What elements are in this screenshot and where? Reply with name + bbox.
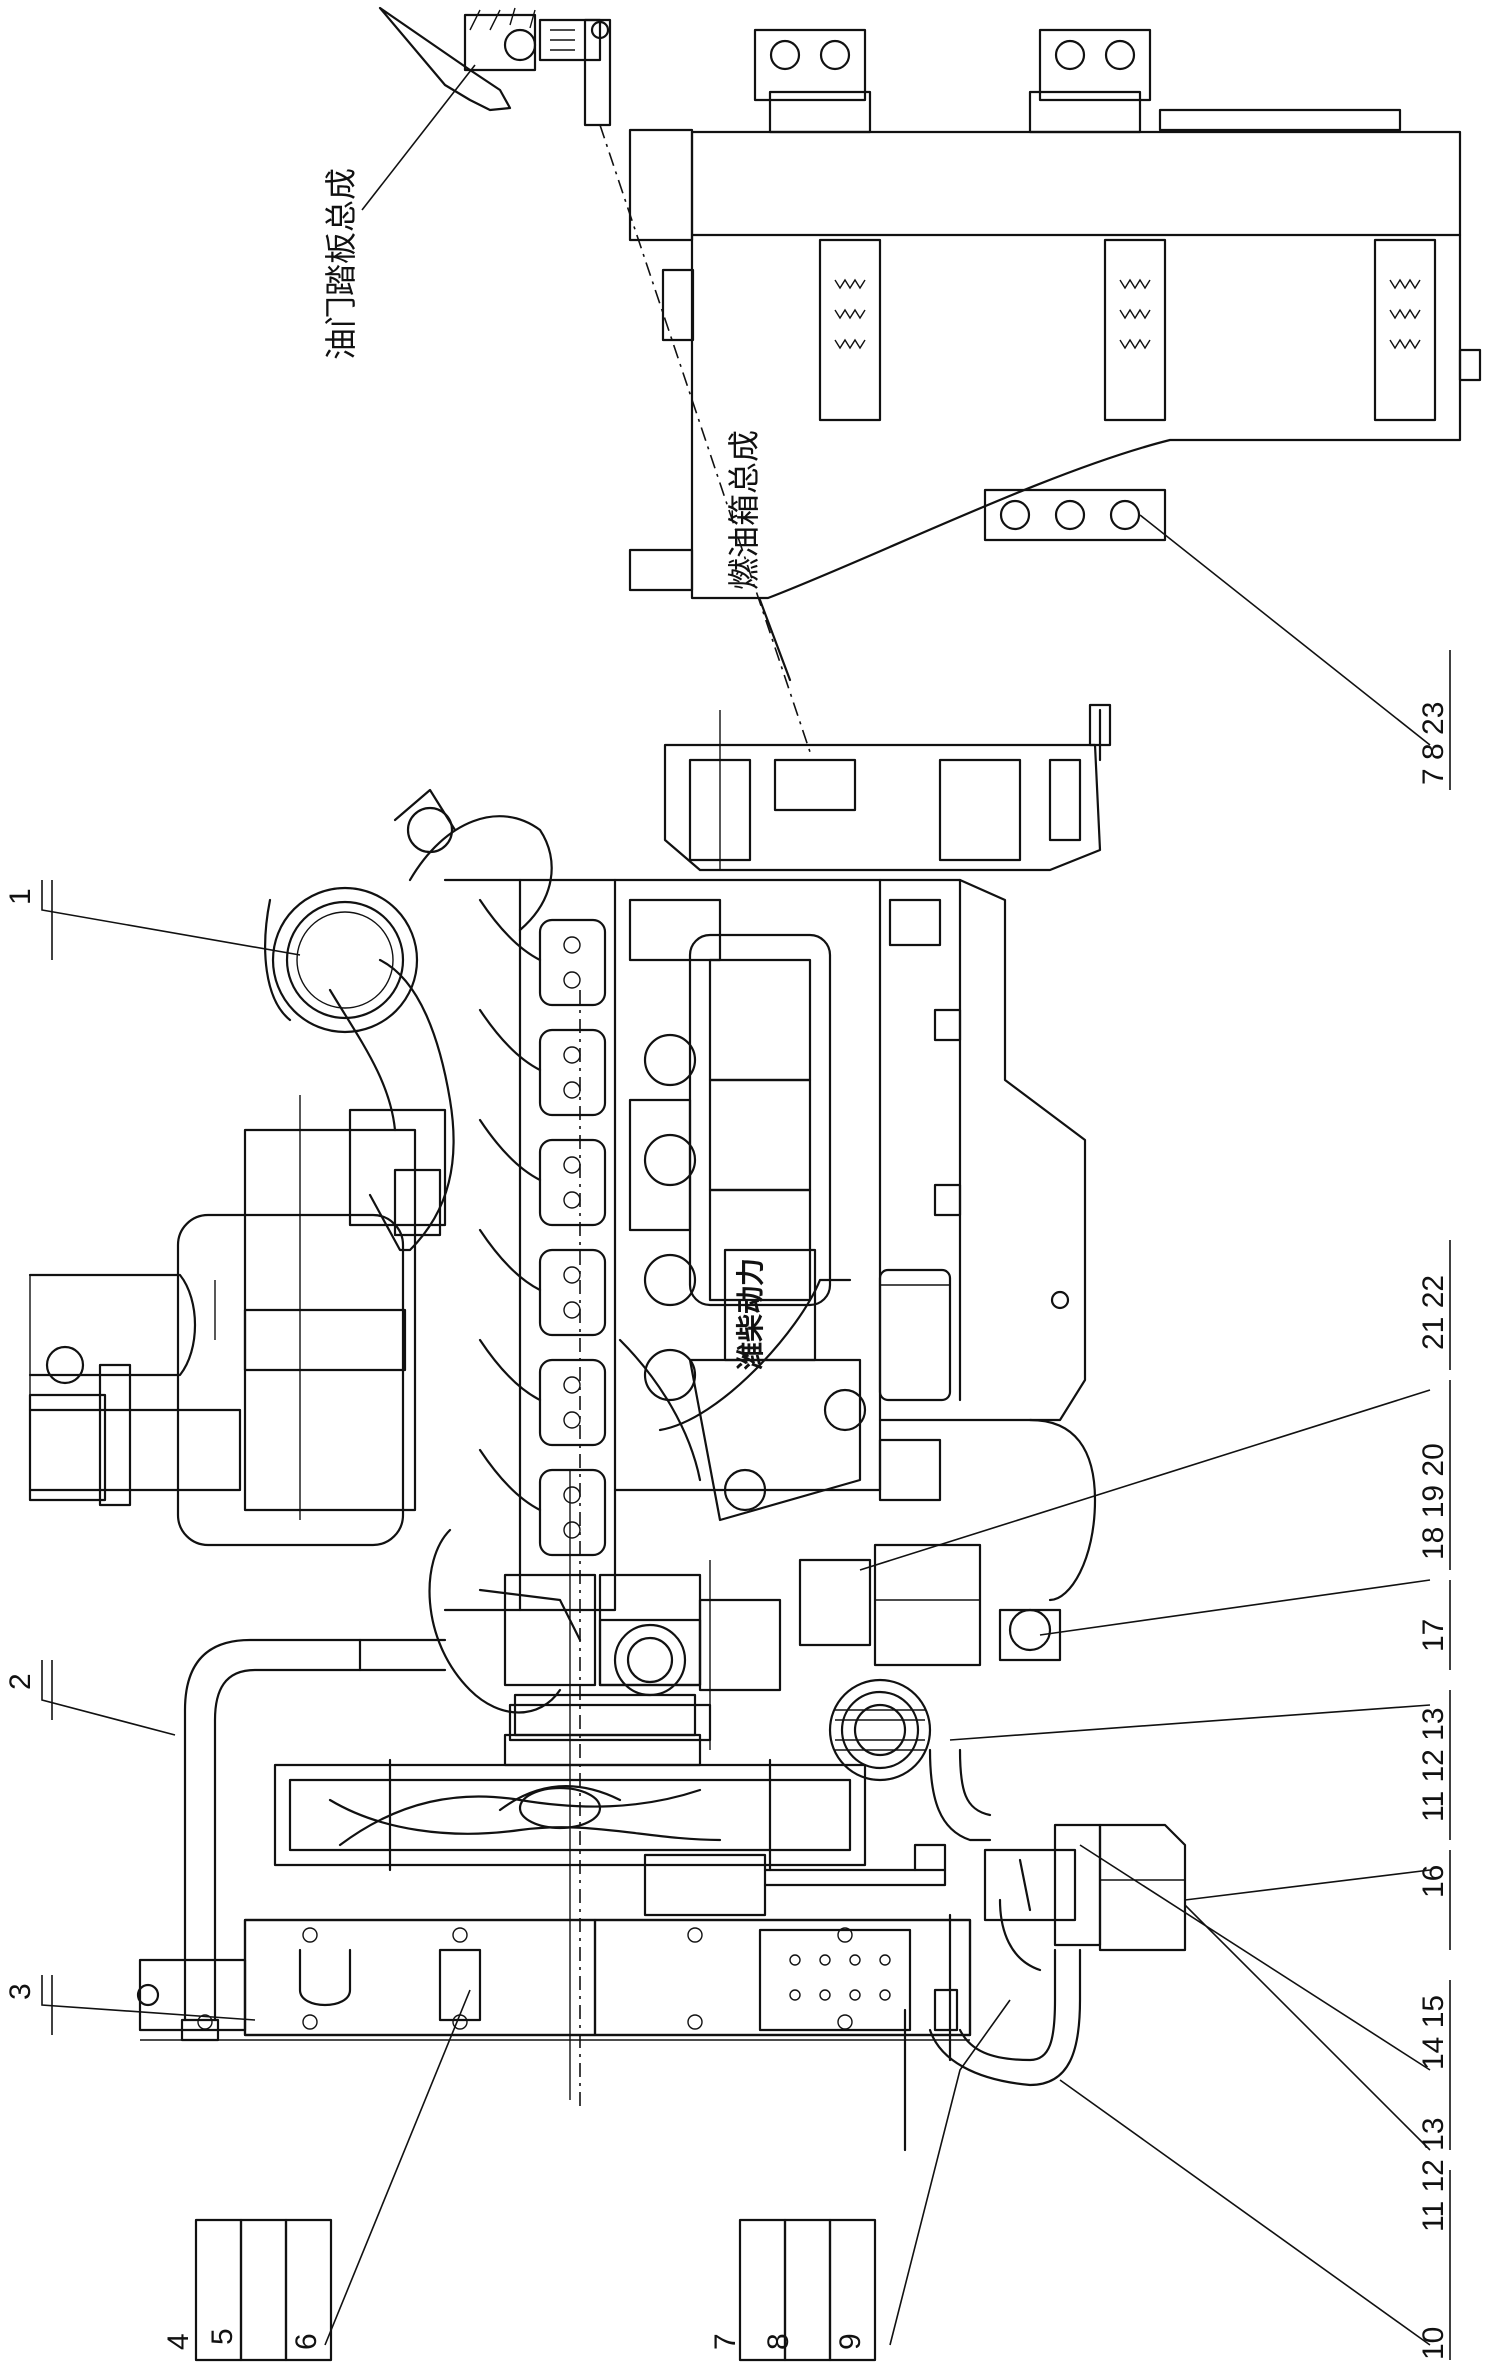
part-label-5: 5 bbox=[206, 2328, 239, 2345]
radiator bbox=[136, 1470, 972, 2152]
fuel-tank-assembly-label: 燃油箱总成 bbox=[725, 430, 763, 590]
part-label-6: 6 bbox=[290, 2333, 323, 2350]
part-label-9: 9 bbox=[834, 2333, 867, 2350]
throttle-pedal-leader bbox=[361, 64, 476, 211]
part-label-17: 17 bbox=[1417, 1619, 1450, 1652]
fuel-tank-assembly bbox=[628, 28, 1482, 682]
part-label-11-12-13-top: 11 12 13 bbox=[1417, 1707, 1450, 1822]
starter-and-accessories bbox=[428, 1278, 1062, 1782]
part-label-7-8-23: 7 8 23 bbox=[1417, 702, 1450, 785]
part-label-10: 10 bbox=[1417, 2327, 1450, 2360]
air-filter bbox=[28, 1095, 417, 1547]
part-label-4: 4 bbox=[162, 2333, 195, 2350]
part-label-7: 7 bbox=[709, 2333, 742, 2350]
part-label-8: 8 bbox=[762, 2333, 795, 2350]
part-label-21-22: 21 22 bbox=[1417, 1275, 1450, 1350]
alternator-pulley bbox=[828, 1678, 932, 1782]
throttle-pedal-assembly bbox=[378, 6, 612, 127]
engine-block: 潍柴动力 bbox=[443, 703, 1112, 1612]
cooling-pipe-upper bbox=[180, 1638, 447, 2042]
throttle-pedal-assembly-label: 油门踏板总成 bbox=[322, 168, 360, 360]
part-label-16: 16 bbox=[1417, 1865, 1450, 1898]
throttle-cable-centerline bbox=[599, 124, 811, 753]
exhaust-ports bbox=[538, 918, 607, 1557]
part-label-14-15: 14 15 bbox=[1417, 1995, 1450, 2070]
part-label-3: 3 bbox=[4, 1983, 37, 2000]
engine-brand-label: 潍柴动力 bbox=[734, 1258, 767, 1370]
part-number-labels: 1 2 3 4 5 6 7 8 9 10 11 12 13 14 15 16 1… bbox=[4, 650, 1451, 2362]
turbocharger bbox=[264, 788, 553, 1252]
part-label-1: 1 bbox=[4, 888, 37, 905]
part-label-2: 2 bbox=[4, 1673, 37, 1690]
lower-pipe-and-intake bbox=[928, 1748, 1187, 2087]
leader-lines bbox=[41, 514, 1431, 2346]
part-label-11-12-13-bottom: 11 12 13 bbox=[1417, 2117, 1450, 2232]
part-label-18-19-20: 18 19 20 bbox=[1417, 1443, 1450, 1560]
